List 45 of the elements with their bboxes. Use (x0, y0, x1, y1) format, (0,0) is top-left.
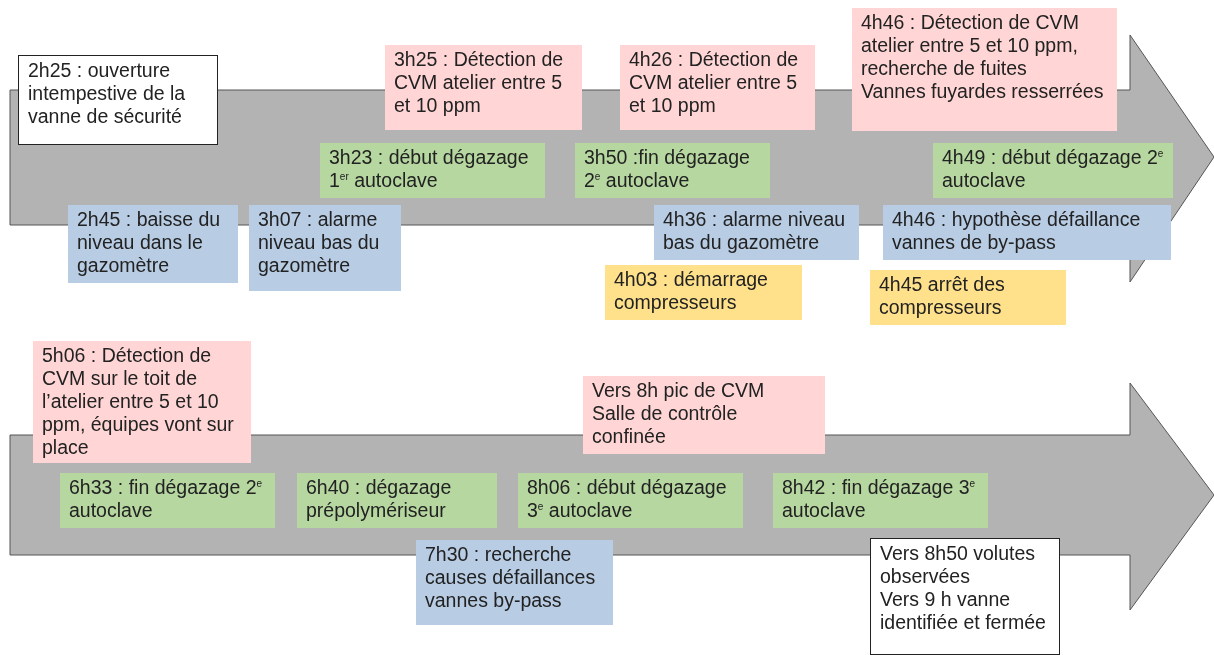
event-text: 4h03 : démarrage compresseurs (614, 268, 769, 314)
event-text: Salle de contrôle confinée (592, 402, 739, 448)
event-box (852, 8, 1117, 131)
event-text: Vannes fuyardes resserrées (861, 80, 1105, 103)
event-text: 3h23 : début dégazage 1$^{er}$ autoclave (329, 146, 530, 192)
event-text: 6h33 : fin dégazage 2$^{e}$ autoclave (69, 476, 264, 522)
event-box (297, 473, 497, 528)
event-text: 4h49 : début dégazage 2$^{e}$ autoclave (942, 146, 1164, 192)
event-text: 3h25 : Détection de CVM atelier entre 5 et 10 ppm (394, 48, 565, 117)
event-box (773, 473, 988, 528)
event-box (320, 143, 545, 198)
event-box (575, 143, 770, 198)
event-box (249, 205, 401, 291)
event-text: 8h06 : début dégazage 3$^{e}$ autoclave (527, 476, 728, 522)
event-box (605, 265, 802, 320)
event-text: 4h45 arrêt des compresseurs (879, 273, 1006, 319)
event-text: Vers 8h pic de CVM (592, 379, 766, 402)
event-text: Vers 9 h vanne identifiée et fermée (880, 588, 1047, 634)
event-box (33, 341, 251, 463)
event-text: 4h46 : hypothèse défaillance vannes de by-pass (892, 208, 1142, 254)
event-text: 5h06 : Détection de CVM sur le toit de l’atelier entre 5 et 10 ppm, équipes vont sur place (42, 344, 235, 459)
event-text: 4h36 : alarme niveau bas du gazomètre (663, 208, 847, 254)
event-text: 2h25 : ouverture intempestive de la vanne de sécurité (28, 59, 187, 128)
event-text: 7h30 : recherche causes défaillances vannes by-pass (425, 543, 597, 612)
event-text: 3h50 :fin dégazage 2$^{e}$ autoclave (584, 146, 751, 192)
event-box (518, 473, 743, 528)
event-box (870, 538, 1060, 655)
event-box (385, 45, 582, 130)
event-box (883, 205, 1171, 260)
event-text: 4h26 : Détection de CVM atelier entre 5 et 10 ppm (629, 48, 800, 117)
event-text: 3h07 : alarme niveau bas du gazomètre (258, 208, 381, 277)
event-box (60, 473, 275, 528)
event-box (416, 540, 613, 625)
event-box (18, 55, 218, 145)
event-text: Vers 8h50 volutes observées (880, 542, 1037, 588)
event-box (583, 376, 825, 454)
event-text: 6h40 : dégazage prépolymériseur (306, 476, 453, 522)
event-box (68, 205, 238, 283)
event-box (933, 143, 1173, 198)
event-text: 2h45 : baisse du niveau dans le gazomètre (77, 208, 222, 277)
event-box (620, 45, 815, 130)
event-text: 8h42 : fin dégazage 3$^{e}$ autoclave (782, 476, 977, 522)
event-text: 4h46 : Détection de CVM atelier entre 5 et 10 ppm, recherche de fuites (861, 11, 1080, 80)
event-box (654, 205, 859, 260)
event-box (870, 270, 1066, 325)
